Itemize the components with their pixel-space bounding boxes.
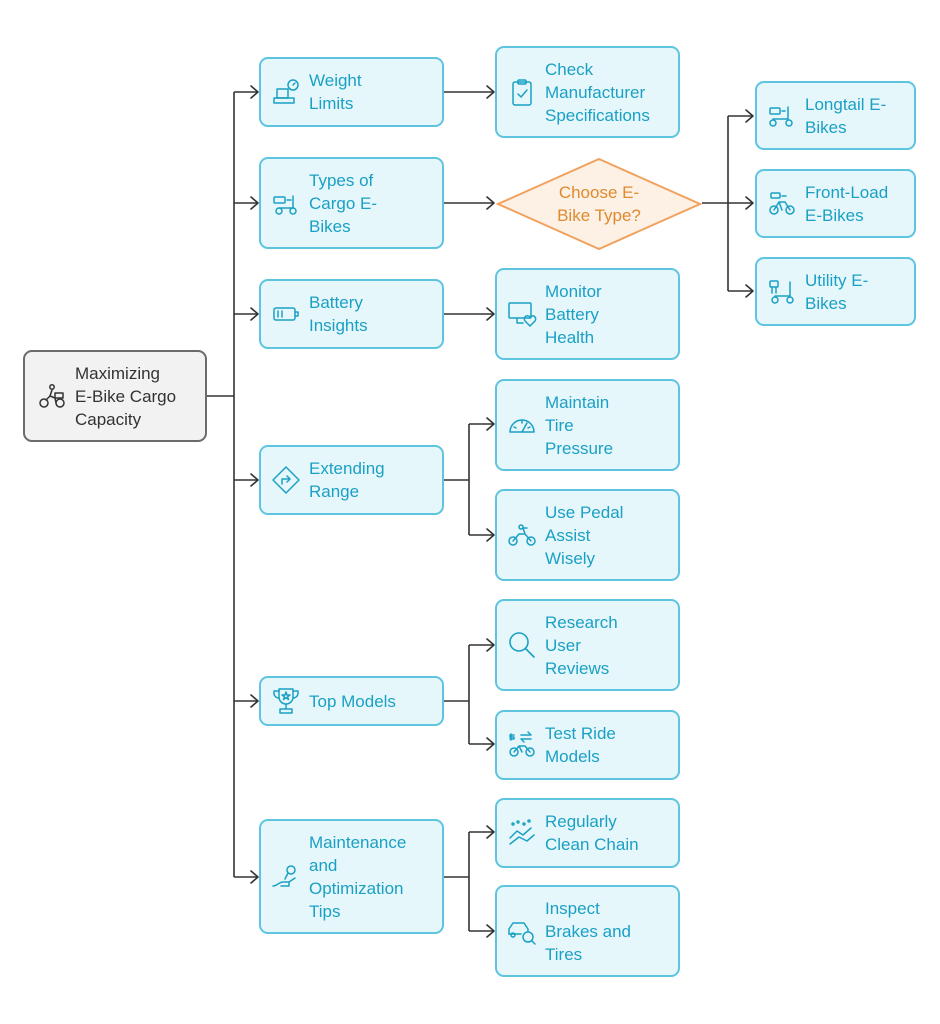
node-maintenance-tips[interactable]: Maintenance and Optimization Tips: [259, 819, 444, 934]
node-label: Inspect Brakes and Tires: [545, 898, 631, 964]
utility-scooter-icon: [767, 277, 797, 307]
node-clean-chain[interactable]: Regularly Clean Chain: [495, 798, 680, 868]
monitor-heart-icon: [507, 299, 537, 329]
node-label: Research User Reviews: [545, 612, 618, 678]
longtail-bike-icon: [767, 101, 797, 131]
node-label: Front-Load E-Bikes: [805, 182, 889, 225]
node-types-of-cargo-ebikes[interactable]: Types of Cargo E- Bikes: [259, 157, 444, 249]
cargo-bike-rider-icon: [37, 381, 67, 411]
arrowhead: [745, 284, 754, 298]
trophy-icon: [271, 686, 301, 716]
arrowhead: [250, 307, 259, 321]
node-longtail-ebikes[interactable]: Longtail E- Bikes: [755, 81, 916, 150]
arrowhead: [486, 307, 495, 321]
arrowhead: [250, 870, 259, 884]
node-label: Types of Cargo E- Bikes: [309, 170, 378, 236]
node-label: Battery Insights: [309, 293, 368, 335]
arrowhead: [486, 638, 495, 652]
root-node[interactable]: Maximizing E-Bike Cargo Capacity: [23, 350, 207, 442]
arrowhead: [250, 473, 259, 487]
node-utility-ebikes[interactable]: Utility E- Bikes: [755, 257, 916, 326]
frontload-bike-icon: [767, 189, 797, 219]
arrowhead: [486, 417, 495, 431]
connector-range-split: [444, 423, 494, 536]
node-label: Maintenance and Optimization Tips: [309, 832, 407, 921]
arrowhead: [486, 85, 495, 99]
node-test-ride[interactable]: Test Ride Models: [495, 710, 680, 780]
clipboard-check-icon: [507, 77, 537, 107]
connector-models-split: [444, 644, 494, 745]
wrench-hand-icon: [271, 862, 301, 892]
decision-node[interactable]: Choose E- Bike Type?: [496, 157, 702, 251]
node-monitor-battery[interactable]: Monitor Battery Health: [495, 268, 680, 360]
root-label: Maximizing E-Bike Cargo Capacity: [75, 363, 177, 429]
arrowhead: [486, 825, 495, 839]
node-label: Check Manufacturer Specifications: [545, 59, 650, 125]
node-battery-insights[interactable]: Battery Insights: [259, 279, 444, 349]
arrowhead: [486, 528, 495, 542]
scale-weight-icon: [271, 77, 301, 107]
node-label: Maintain Tire Pressure: [545, 392, 614, 458]
node-label: Weight Limits: [309, 71, 362, 113]
arrowhead: [745, 109, 754, 123]
node-label: Longtail E- Bikes: [805, 94, 887, 137]
direction-sign-icon: [271, 465, 301, 495]
node-label: Monitor Battery Health: [545, 281, 602, 347]
node-research-reviews[interactable]: Research User Reviews: [495, 599, 680, 691]
node-label: Test Ride Models: [545, 724, 616, 766]
node-top-models[interactable]: Top Models: [259, 676, 444, 726]
car-inspect-icon: [507, 916, 537, 946]
gauge-icon: [507, 410, 537, 440]
node-label: Utility E- Bikes: [805, 270, 869, 313]
node-label: Extending Range: [309, 459, 385, 501]
decision-diamond-shape: [496, 157, 702, 251]
decision-label: Choose E- Bike Type?: [557, 183, 641, 225]
node-label: Regularly Clean Chain: [545, 812, 639, 854]
node-inspect-brakes[interactable]: Inspect Brakes and Tires: [495, 885, 680, 977]
arrowhead: [486, 737, 495, 751]
node-label: Top Models: [309, 691, 396, 711]
node-weight-limits[interactable]: Weight Limits: [259, 57, 444, 127]
battery-icon: [271, 299, 301, 329]
motorbike-icon: [507, 520, 537, 550]
arrowhead: [250, 694, 259, 708]
node-pedal-assist[interactable]: Use Pedal Assist Wisely: [495, 489, 680, 581]
arrowhead: [250, 196, 259, 210]
bike-exchange-icon: [507, 730, 537, 760]
arrowhead: [745, 196, 754, 210]
connector-maint-split: [444, 831, 494, 932]
magnifier-icon: [507, 630, 537, 660]
node-tire-pressure[interactable]: Maintain Tire Pressure: [495, 379, 680, 471]
arrowhead: [486, 196, 495, 210]
arrowhead: [250, 85, 259, 99]
connector-decision-split: [702, 115, 753, 292]
node-check-specs[interactable]: Check Manufacturer Specifications: [495, 46, 680, 138]
node-extending-range[interactable]: Extending Range: [259, 445, 444, 515]
cargo-scooter-icon: [271, 188, 301, 218]
node-label: Use Pedal Assist Wisely: [545, 502, 624, 568]
cleaning-spray-icon: [507, 818, 537, 848]
node-frontload-ebikes[interactable]: Front-Load E-Bikes: [755, 169, 916, 238]
arrowhead: [486, 924, 495, 938]
